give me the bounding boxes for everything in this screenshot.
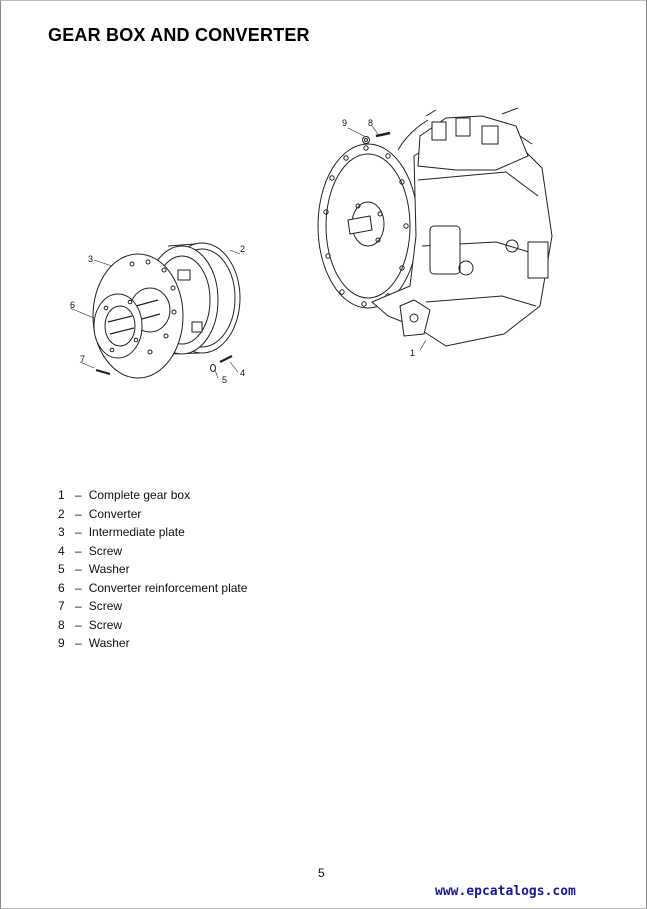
legend-dash: – bbox=[75, 506, 82, 521]
legend-item-number: 3 bbox=[58, 525, 65, 539]
legend-item-number: 2 bbox=[58, 506, 65, 521]
callout-6: 6 bbox=[70, 300, 75, 310]
legend-item: 3 – Intermediate plate bbox=[58, 523, 247, 542]
washer-9 bbox=[362, 136, 370, 144]
legend-item-number: 8 bbox=[58, 617, 65, 632]
legend-item: 8 – Screw bbox=[58, 616, 247, 635]
callout-5: 5 bbox=[222, 375, 227, 385]
legend-item: 1 – Complete gear box bbox=[58, 486, 247, 505]
legend-item-text: Intermediate plate bbox=[88, 525, 185, 539]
converter-exploded-figure: 3 2 6 7 4 5 bbox=[69, 242, 245, 385]
legend-item-text: Screw bbox=[88, 543, 123, 558]
legend-item: 4 – Screw bbox=[58, 542, 247, 561]
callout-4: 4 bbox=[240, 368, 245, 378]
legend-item-text: Screw bbox=[88, 617, 123, 632]
legend-item-text: Complete gear box bbox=[88, 488, 191, 502]
legend-item: 7 – Screw bbox=[58, 597, 247, 616]
legend-item-number: 6 bbox=[58, 580, 65, 595]
legend-dash: – bbox=[75, 580, 82, 595]
callout-7: 7 bbox=[80, 354, 85, 364]
legend-dash: – bbox=[75, 599, 82, 613]
legend-dash: – bbox=[75, 617, 82, 632]
legend-item-number: 1 bbox=[58, 488, 65, 502]
legend-item-text: Converter reinforcement plate bbox=[88, 580, 248, 595]
legend-dash: – bbox=[75, 543, 82, 558]
screw-4 bbox=[219, 355, 233, 363]
legend-item-text: Converter bbox=[88, 506, 142, 521]
callout-2: 2 bbox=[240, 244, 245, 254]
legend-dash: – bbox=[75, 562, 82, 576]
legend-item-text: Washer bbox=[88, 636, 130, 650]
legend-item-text: Screw bbox=[88, 599, 123, 613]
legend-item: 6 – Converter reinforcement plate bbox=[58, 579, 247, 598]
legend-item-number: 4 bbox=[58, 543, 65, 558]
legend-item-text: Washer bbox=[88, 562, 130, 576]
legend-item: 5 – Washer bbox=[58, 560, 247, 579]
legend-dash: – bbox=[75, 636, 82, 650]
parts-legend: 1 – Complete gear box 2 – Converter 3 – … bbox=[58, 486, 247, 653]
legend-item-number: 9 bbox=[58, 636, 65, 650]
callout-1: 1 bbox=[410, 348, 415, 358]
legend-dash: – bbox=[75, 488, 82, 502]
page-title: GEAR BOX AND CONVERTER bbox=[48, 25, 310, 45]
footer-url[interactable]: www.epcatalogs.com bbox=[435, 884, 576, 899]
callout-9: 9 bbox=[342, 118, 347, 128]
legend-dash: – bbox=[75, 525, 82, 539]
legend-item: 2 – Converter bbox=[58, 505, 247, 524]
legend-item: 9 – Washer bbox=[58, 634, 247, 653]
gear-box-figure: 9 8 1 bbox=[317, 107, 553, 358]
page-number: 5 bbox=[318, 866, 325, 880]
callout-3: 3 bbox=[88, 254, 93, 264]
legend-item-number: 7 bbox=[58, 599, 65, 613]
screw-7 bbox=[95, 368, 111, 376]
callout-8: 8 bbox=[368, 118, 373, 128]
washer-5 bbox=[210, 364, 216, 372]
legend-item-number: 5 bbox=[58, 562, 65, 576]
screw-8 bbox=[375, 131, 391, 138]
